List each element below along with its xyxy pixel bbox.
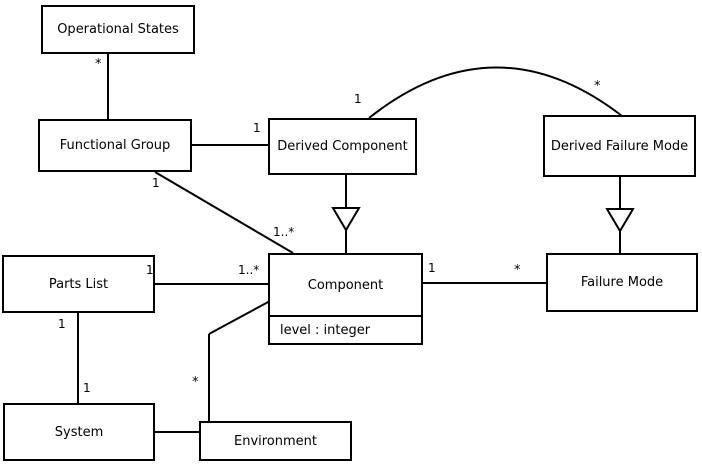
multiplicity-derived-failure-mode-arc: *: [594, 79, 601, 94]
class-box-operational-states[interactable]: Operational States: [41, 5, 195, 54]
multiplicity-functional-group-derived-component: 1: [354, 92, 362, 106]
class-name-failure-mode: Failure Mode: [580, 275, 664, 290]
multiplicity-parts-list-component-far: 1..*: [238, 263, 260, 277]
multiplicity-operational-states-functional-group: *: [95, 57, 102, 72]
class-box-derived-component[interactable]: Derived Component: [268, 118, 417, 175]
class-name-derived-component: Derived Component: [277, 139, 408, 154]
multiplicity-parts-list-component-near: 1: [146, 263, 154, 277]
class-box-environment[interactable]: Environment: [199, 421, 352, 461]
class-box-component[interactable]: Component level : integer: [268, 253, 423, 345]
class-name-operational-states: Operational States: [57, 22, 179, 37]
class-box-functional-group[interactable]: Functional Group: [38, 119, 192, 172]
connector-derived-component-derived-failure-mode-arc: [368, 66, 623, 119]
multiplicity-derived-component-arc: 1: [253, 121, 261, 135]
generalization-triangle-component: [331, 207, 361, 232]
multiplicity-failure-mode-component: *: [514, 263, 521, 278]
multiplicity-parts-list-system: 1: [58, 317, 66, 331]
class-name-environment: Environment: [233, 433, 317, 449]
class-attribute-component-level: level : integer: [270, 315, 421, 343]
multiplicity-component-failure-mode: 1: [428, 261, 436, 275]
multiplicity-functional-group-component-far: 1..*: [273, 225, 295, 239]
class-box-system[interactable]: System: [3, 403, 155, 461]
class-name-derived-failure-mode: Derived Failure Mode: [550, 138, 689, 154]
class-box-derived-failure-mode[interactable]: Derived Failure Mode: [543, 115, 696, 177]
class-box-parts-list[interactable]: Parts List: [2, 255, 155, 313]
multiplicity-functional-group-component-near: 1: [152, 176, 160, 190]
class-name-system: System: [54, 424, 104, 440]
multiplicity-system-parts-list: 1: [83, 381, 91, 395]
generalization-triangle-failure-mode: [605, 208, 635, 233]
multiplicity-component-environment: *: [192, 375, 199, 390]
class-name-component: Component: [307, 277, 384, 293]
class-name-parts-list: Parts List: [48, 276, 109, 292]
connector-component-environment-diagonal: [208, 300, 271, 335]
class-name-functional-group: Functional Group: [59, 138, 171, 153]
class-box-failure-mode[interactable]: Failure Mode: [546, 253, 698, 312]
connector-functional-group-component: [154, 171, 294, 254]
